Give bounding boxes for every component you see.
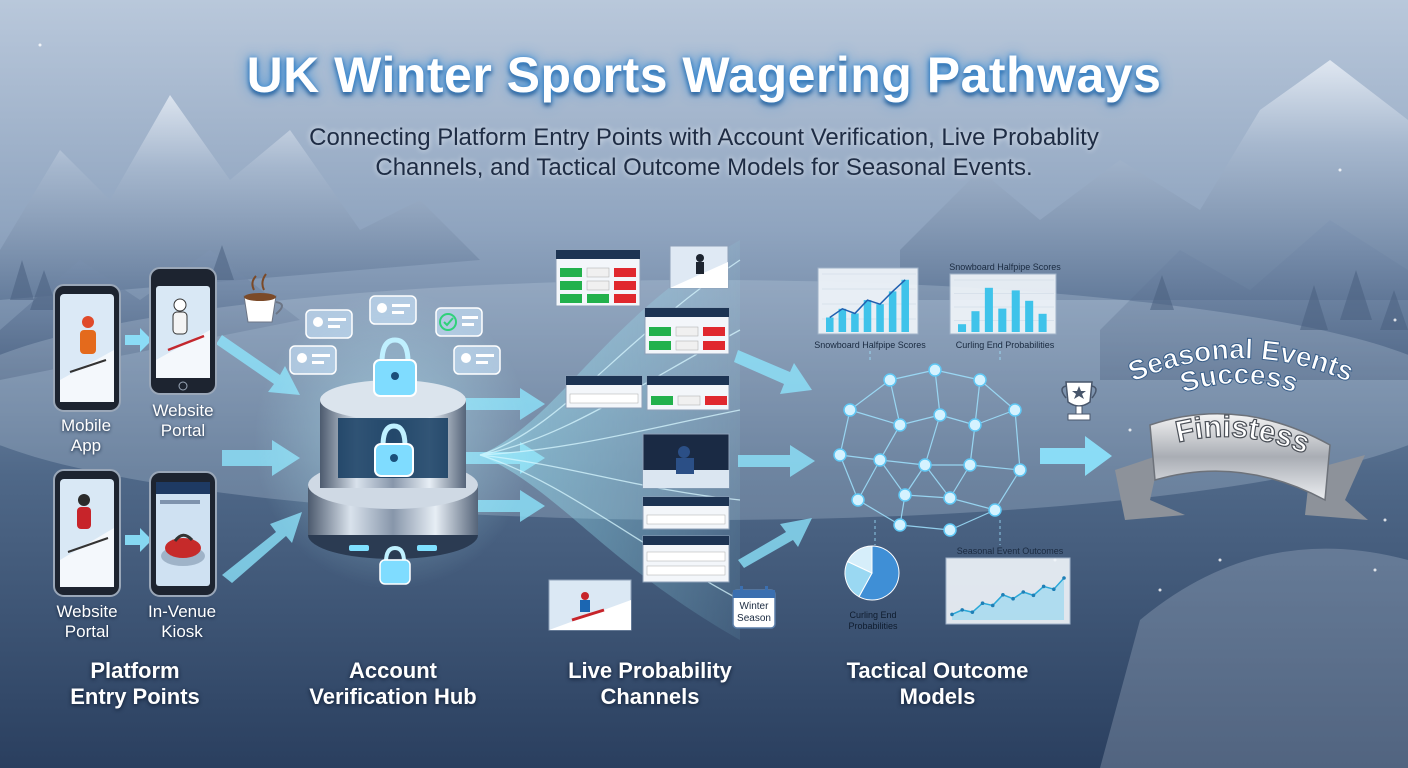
stage-label-verification: Account Verification Hub [283,658,503,710]
kiosk-label-line1: In-Venue [147,602,217,621]
mobile-app-label: Mobile App [44,416,128,456]
stage-verification-line1: Account [349,658,437,683]
subtitle-line-1: Connecting Platform Entry Points with Ac… [309,124,1099,151]
curling-pie-caption-line2: Probabilities [848,621,898,631]
calendar-label-line1: Winter [739,601,769,612]
stage-entry-line1: Platform [90,658,180,683]
curling-chart-title: Curling End Probabilities [955,340,1055,350]
website-portal-top-line2: Portal [160,421,206,440]
halfpipe-chart-title-top: Snowboard Halfpipe Scores [949,262,1061,272]
stage-models-line1: Tactical Outcome [846,658,1029,683]
mobile-app-label-line1: Mobile [60,416,112,435]
stage-probability-line1: Live Probability [568,658,732,683]
stage-label-models: Tactical Outcome Models [820,658,1055,710]
curling-pie-caption-line1: Curling End [849,610,897,620]
mobile-app-label-line2: App [70,436,102,455]
curling-pie-caption: Curling End Probabilities [828,610,918,632]
stage-models-line2: Models [899,684,976,709]
seasonal-chart-title: Seasonal Event Outcomes [956,546,1064,556]
website-portal-bottom-line2: Portal [64,622,110,641]
website-portal-top-line1: Website [152,401,214,420]
stage-label-entry: Platform Entry Points [30,658,240,710]
page-title: UK Winter Sports Wagering Pathways [246,47,1162,103]
kiosk-label-line2: Kiosk [161,622,203,641]
halfpipe-chart-title: Snowboard Halfpipe Scores [814,340,926,350]
stage-verification-line2: Verification Hub [309,684,477,709]
kiosk-label: In-Venue Kiosk [134,602,230,642]
subtitle-line-2: Channels, and Tactical Outcome Models fo… [375,154,1033,181]
stage-entry-line2: Entry Points [70,684,200,709]
calendar-label: Winter Season [733,601,775,625]
stage-probability-line2: Channels [600,684,700,709]
stage-label-probability: Live Probability Channels [540,658,760,710]
calendar-label-line2: Season [737,613,771,624]
website-portal-bottom-label: Website Portal [40,602,134,642]
network-graph [833,345,1027,545]
success-ribbon [1115,413,1368,520]
website-portal-bottom-line1: Website [56,602,118,621]
website-portal-top-label: Website Portal [136,401,230,441]
